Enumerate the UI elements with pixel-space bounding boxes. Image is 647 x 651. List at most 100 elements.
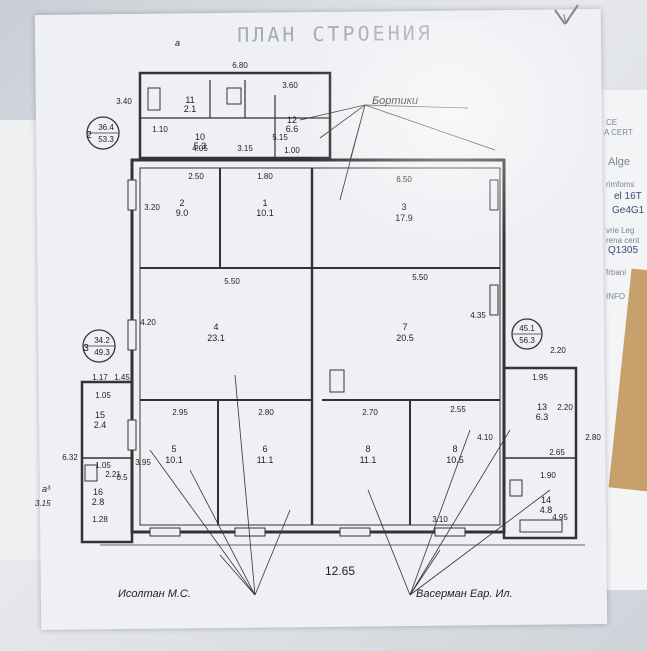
dim: 1.00 bbox=[284, 146, 300, 155]
room-16-area: 2.8 bbox=[92, 497, 105, 507]
side-note-3: Alge bbox=[608, 156, 631, 168]
dim: 3.10 bbox=[432, 515, 448, 524]
circle-2-num: 2 bbox=[86, 130, 92, 141]
dim: 6.50 bbox=[396, 175, 412, 184]
circle-3-bottom: 49.3 bbox=[94, 348, 110, 357]
room-1-area: 10.1 bbox=[256, 208, 274, 218]
side-note-8: rena cent bbox=[606, 236, 640, 245]
room-2-num: 2 bbox=[179, 198, 184, 208]
room-1-num: 1 bbox=[262, 198, 267, 208]
circle-3-top: 34.2 bbox=[94, 336, 110, 345]
dim: 2.95 bbox=[172, 408, 188, 417]
signature-right: Васерман Eар. Ил. bbox=[416, 588, 513, 600]
signature-left: Исолтан М.С. bbox=[118, 588, 191, 600]
circle-2-top: 36.4 bbox=[98, 123, 114, 132]
dim: 2.20 bbox=[557, 403, 573, 412]
room-11-area: 2.1 bbox=[184, 104, 197, 114]
dim: 2.70 bbox=[362, 408, 378, 417]
dim: 1.45 bbox=[114, 373, 130, 382]
note-a3: a³ bbox=[42, 484, 51, 494]
room-12-num: 12 bbox=[287, 115, 297, 125]
side-note-11: INFO bbox=[606, 292, 626, 301]
dim: 2.80 bbox=[258, 408, 274, 417]
dim: 1.95 bbox=[532, 373, 548, 382]
room-11-num: 11 bbox=[185, 95, 194, 105]
room-8-num: 8 bbox=[365, 444, 370, 454]
dim: 4.10 bbox=[477, 433, 493, 442]
side-note-1: CE bbox=[606, 118, 618, 127]
side-note-6: Ge4G1 bbox=[612, 205, 645, 216]
dim: 4.95 bbox=[552, 513, 568, 522]
room-8-area: 11.1 bbox=[360, 455, 377, 465]
annex-outline bbox=[138, 71, 332, 160]
dim: 5.50 bbox=[412, 273, 428, 282]
dim: 4.05 bbox=[192, 144, 208, 153]
side-note-10: frbani bbox=[606, 268, 627, 277]
dim: 1.80 bbox=[257, 172, 273, 181]
dim: 2.20 bbox=[550, 346, 566, 355]
room-10-area: 5.3 bbox=[194, 141, 207, 151]
dim: 3.95 bbox=[135, 458, 151, 467]
dim: 5.15 bbox=[272, 133, 288, 142]
room-7-area: 20.5 bbox=[396, 333, 414, 343]
side-note-4: rimfoms bbox=[606, 180, 635, 189]
dim: 1.05 bbox=[95, 391, 111, 400]
room-3-num: 3 bbox=[401, 202, 406, 212]
dim: 2.80 bbox=[585, 433, 601, 442]
room-4-num: 4 bbox=[213, 322, 218, 332]
dim: 4.35 bbox=[470, 311, 486, 320]
room-6-num: 6 bbox=[262, 444, 267, 454]
circle-3-num: 3 bbox=[83, 343, 89, 354]
dim: 3.40 bbox=[116, 97, 132, 106]
room-12-area: 6.6 bbox=[286, 124, 299, 134]
room-4-area: 23.1 bbox=[207, 333, 225, 343]
room-8b-area: 10.5 bbox=[446, 455, 464, 465]
room-8b-num: 8 bbox=[452, 444, 457, 454]
room-2-area: 9.0 bbox=[176, 208, 189, 218]
circle-2-bottom: 53.3 bbox=[98, 135, 114, 144]
side-note-7: vrie Leg bbox=[606, 226, 635, 235]
dim: 3.60 bbox=[282, 81, 298, 90]
side-note-9: Q1305 bbox=[608, 245, 639, 256]
dim: 2.21 bbox=[105, 470, 121, 479]
room-10-num: 10 bbox=[195, 132, 205, 142]
summary-circle-2 bbox=[86, 116, 120, 150]
side-note-2: A CERT bbox=[604, 128, 633, 137]
right-annex-outline bbox=[502, 366, 578, 540]
total-width: 12.65 bbox=[325, 564, 355, 578]
dim: 2.55 bbox=[450, 405, 466, 414]
left-annex-outline bbox=[80, 380, 134, 544]
dim: 5.50 bbox=[224, 277, 240, 286]
pointer-label-top: Бортики bbox=[372, 95, 418, 107]
note-a3-value: 3.15 bbox=[35, 499, 51, 508]
dim: 1.05 bbox=[95, 461, 111, 470]
dim: 0.5 bbox=[116, 473, 128, 482]
dim: 2.65 bbox=[549, 448, 565, 457]
room-5-num: 5 bbox=[171, 444, 176, 454]
dim: 1.10 bbox=[152, 125, 168, 134]
summary-circle-3b bbox=[511, 318, 543, 350]
letter-a: a bbox=[175, 38, 180, 48]
room-16-num: 16 bbox=[93, 487, 103, 497]
dim: 4.20 bbox=[140, 318, 156, 327]
side-note-5: el 16T bbox=[614, 191, 642, 202]
room-14-num: 14 bbox=[541, 495, 551, 505]
room-6-area: 11.1 bbox=[257, 455, 274, 465]
room-7-num: 7 bbox=[402, 322, 407, 332]
dim: 3.20 bbox=[144, 203, 160, 212]
dim: 6.80 bbox=[232, 61, 248, 70]
room-15-area: 2.4 bbox=[94, 420, 107, 430]
room-13-num: 13 bbox=[537, 402, 547, 412]
dim: 1.17 bbox=[92, 373, 108, 382]
room-13-area: 6.3 bbox=[536, 412, 549, 422]
dim: 2.50 bbox=[188, 172, 204, 181]
corner-mark: V bbox=[562, 11, 573, 27]
dim: 1.28 bbox=[92, 515, 108, 524]
summary-circle-3 bbox=[82, 329, 116, 363]
dim: 6.32 bbox=[62, 453, 78, 462]
room-14-area: 4.8 bbox=[540, 505, 553, 515]
dim: 1.90 bbox=[540, 471, 556, 480]
room-3-area: 17.9 bbox=[395, 213, 413, 223]
dim: 3.15 bbox=[237, 144, 253, 153]
